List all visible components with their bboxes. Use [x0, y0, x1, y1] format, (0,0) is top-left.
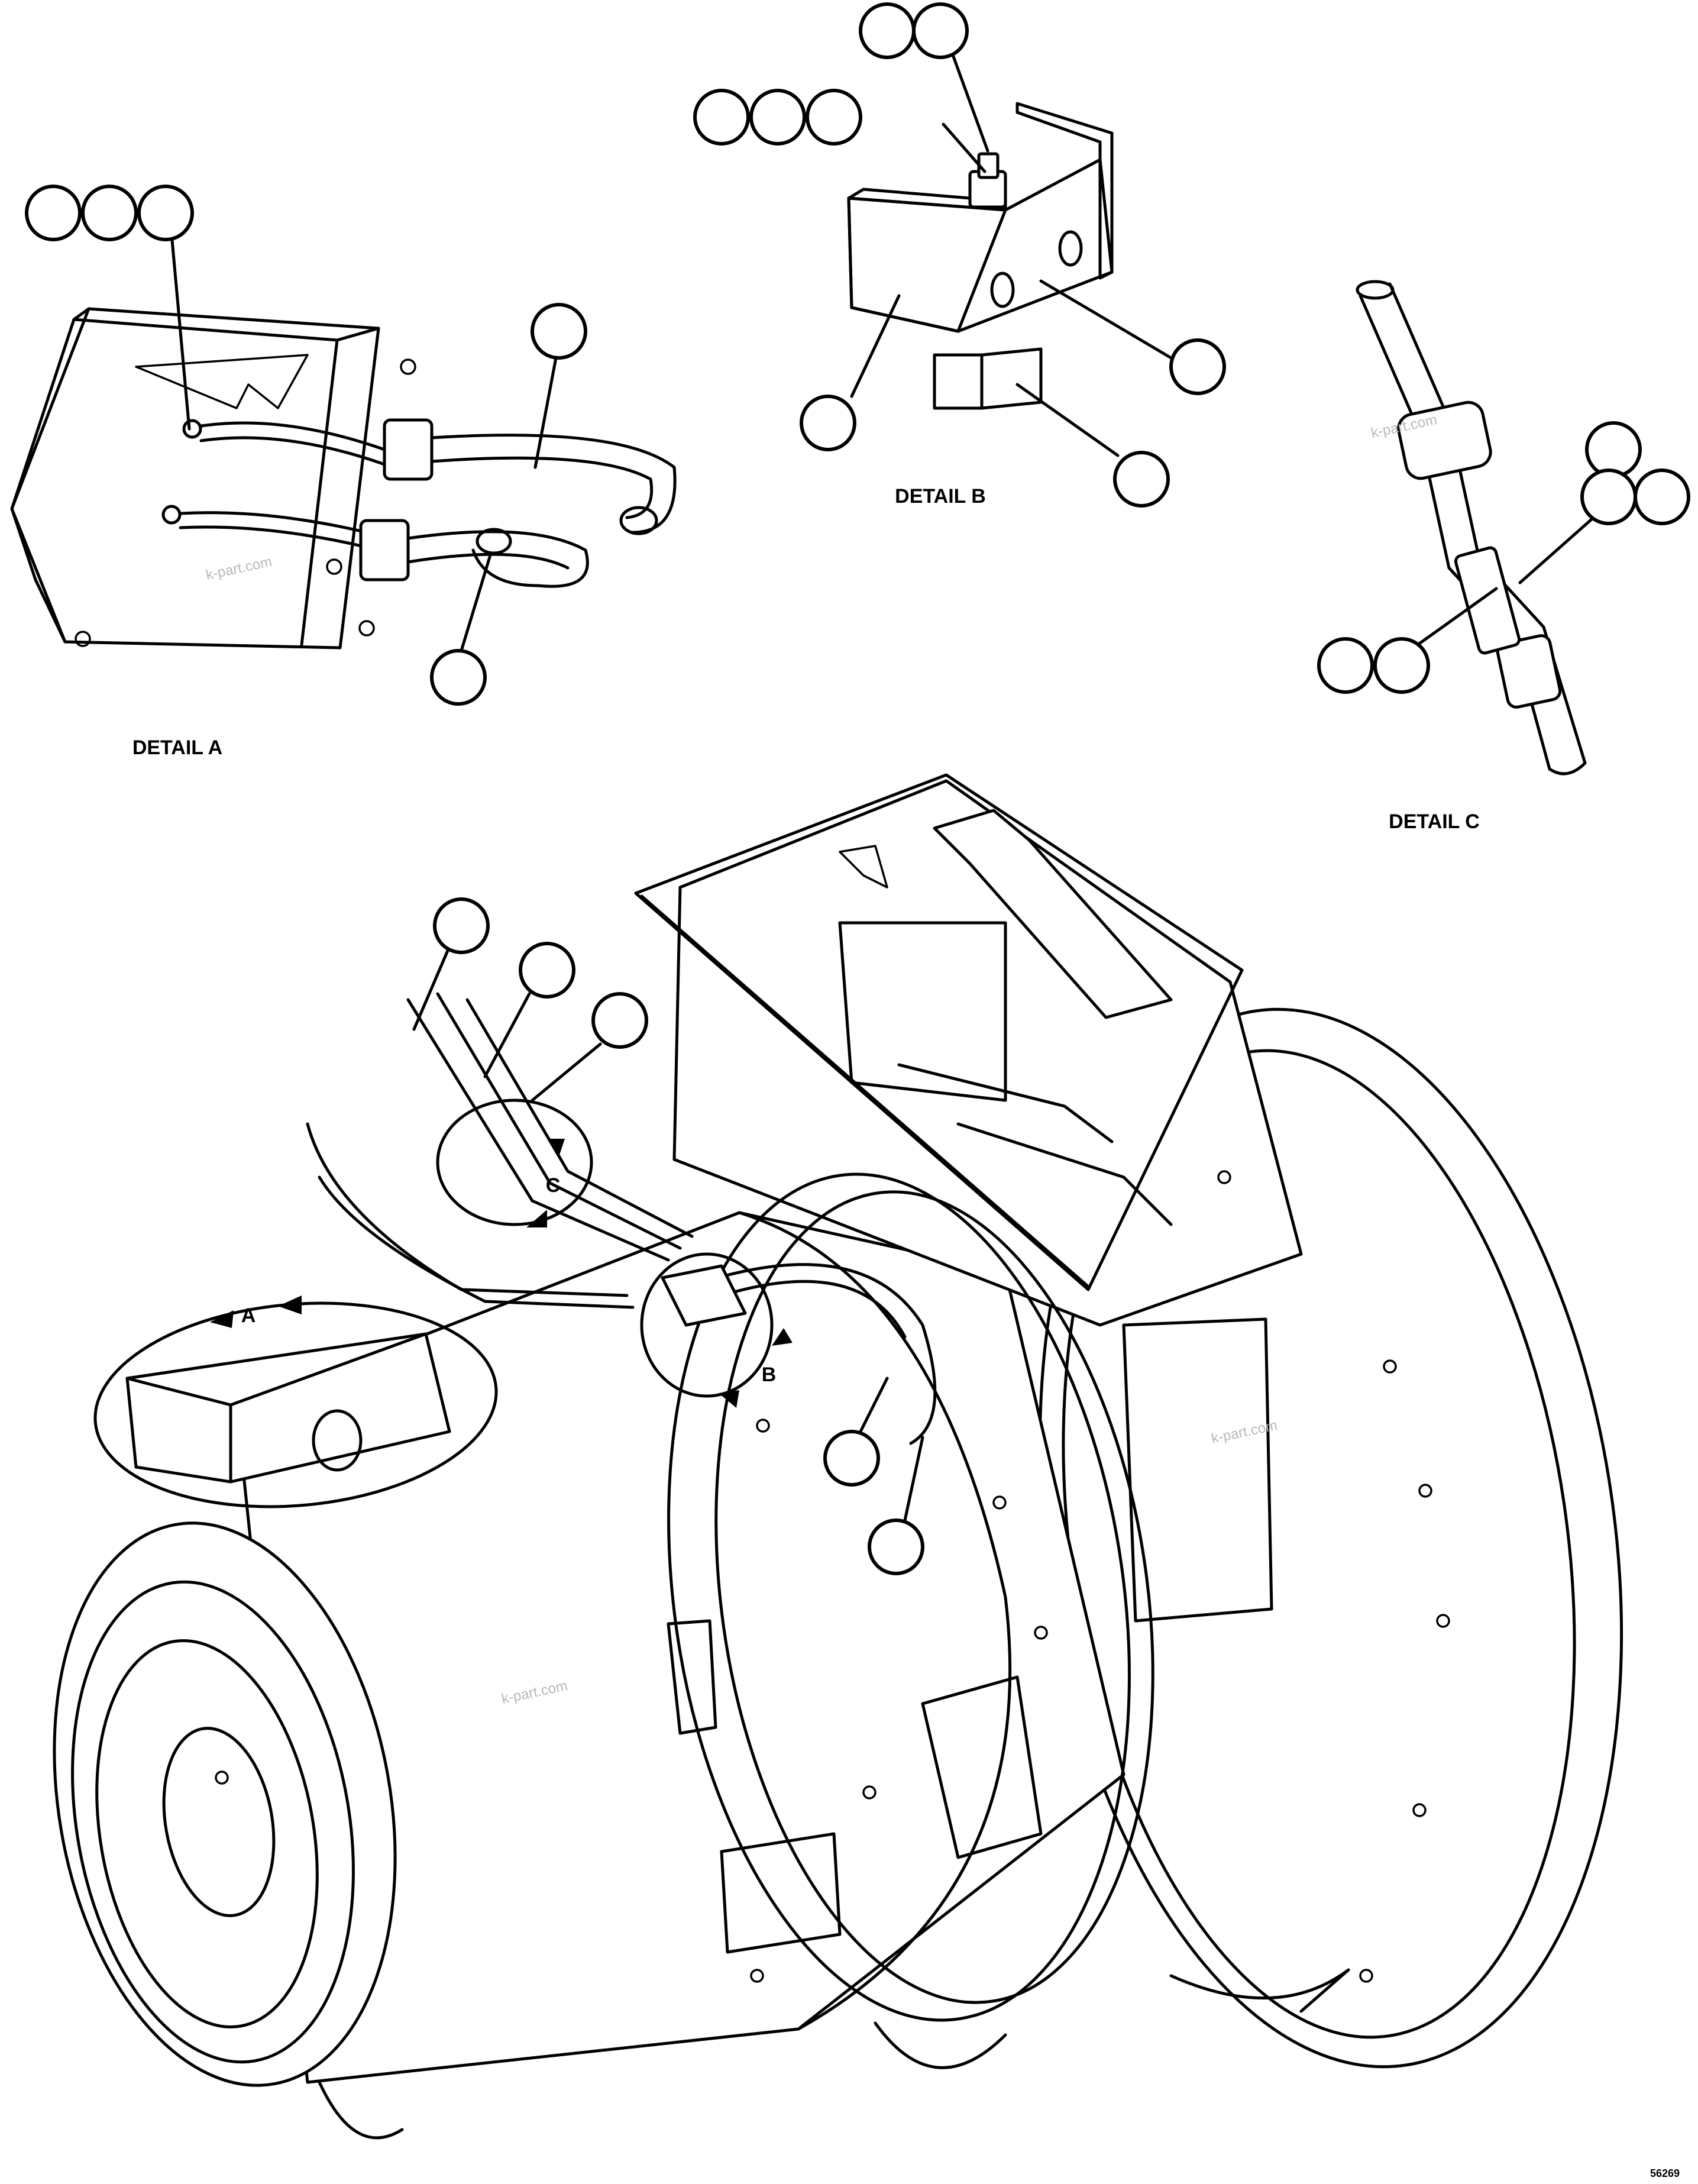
view-marker-c: C [546, 1174, 561, 1197]
detail-c-cable-clamp [1356, 280, 1587, 776]
drawing-number: 56269 [1650, 2167, 1680, 2179]
view-arrows [210, 1139, 793, 1408]
view-marker-a: A [241, 1304, 256, 1327]
detail-c-callouts [1317, 421, 1690, 694]
generator-assembly [53, 773, 1623, 2140]
view-marker-b: B [762, 1364, 777, 1386]
detail-a-terminal-box [10, 307, 677, 650]
detail-b-bracket [847, 102, 1114, 410]
detail-c-label: DETAIL C [1389, 810, 1480, 833]
main-callouts [412, 897, 924, 1575]
detail-b-callouts [693, 2, 1226, 508]
detail-a-label: DETAIL A [132, 736, 222, 759]
detail-a-callouts [25, 185, 587, 706]
detail-b-label: DETAIL B [895, 485, 986, 508]
